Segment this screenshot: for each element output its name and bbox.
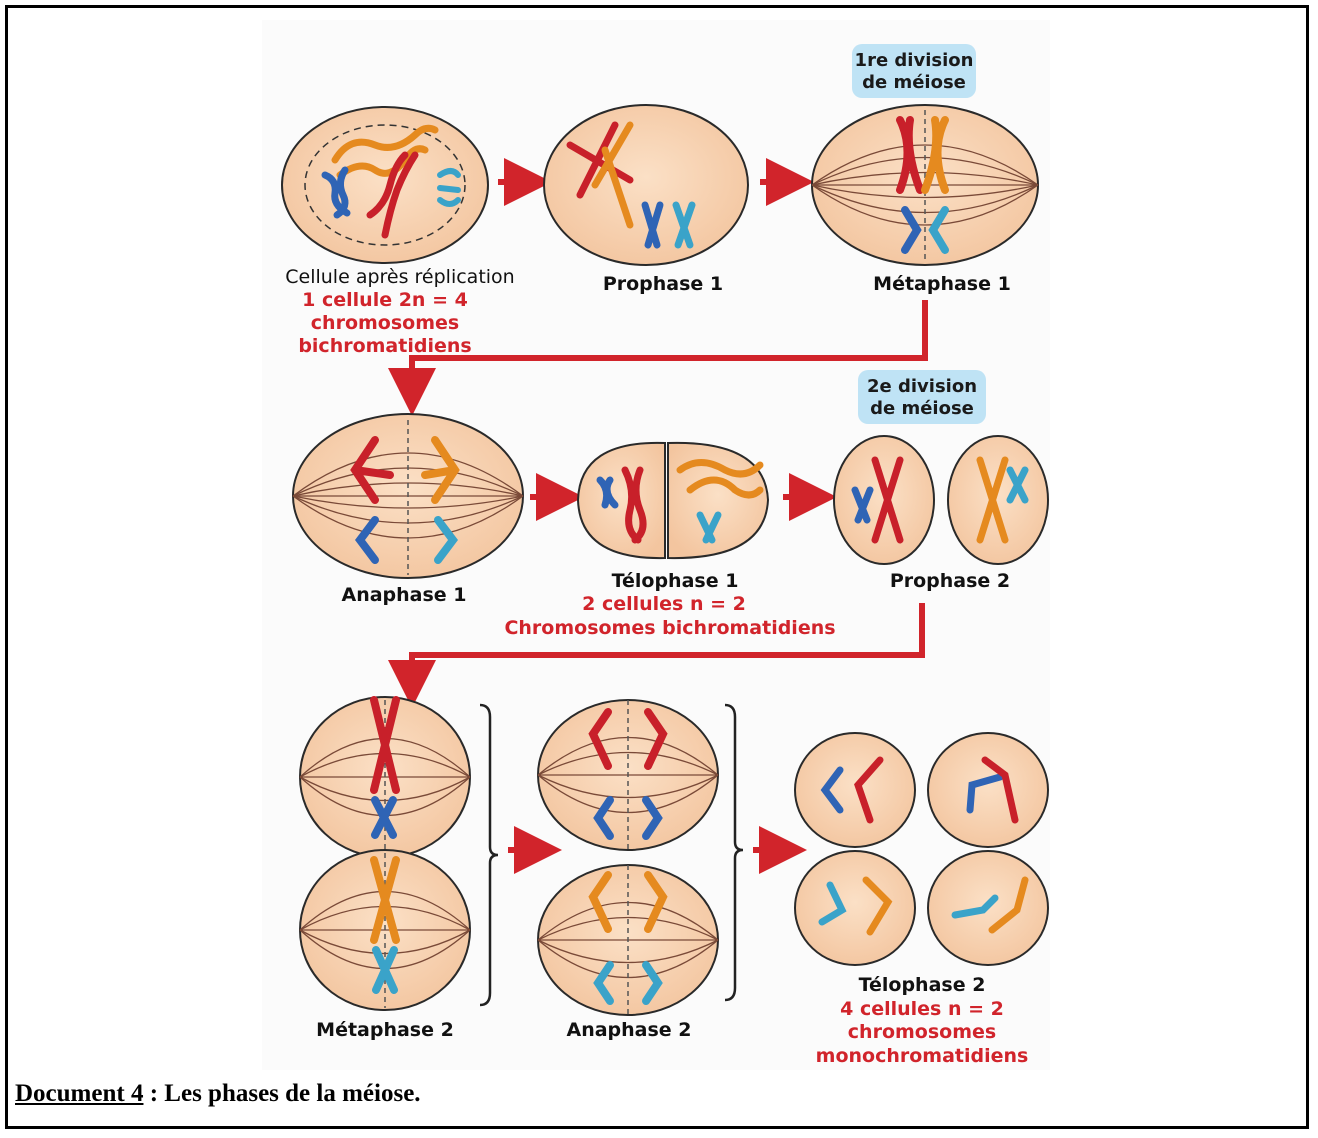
document-caption: Document 4 : Les phases de la méiose. — [15, 1080, 421, 1108]
cell-anaphase1 — [293, 414, 523, 578]
label-bichromatidiens-1: bichromatidiens — [298, 335, 471, 357]
label-prophase1: Prophase 1 — [603, 273, 723, 295]
connector-arrow-2 — [412, 603, 922, 684]
label-anaphase1: Anaphase 1 — [341, 584, 466, 606]
label-metaphase1: Métaphase 1 — [873, 273, 1011, 295]
bracket-metaphase2 — [480, 705, 498, 1005]
label-telophase2-count: 4 cellules n = 2 — [840, 998, 1004, 1020]
cell-after-replication — [282, 107, 488, 263]
badge-second-division: 2e division de méiose — [858, 370, 986, 424]
label-cell-count-1: 1 cellule 2n = 4 — [302, 289, 468, 311]
label-telophase2-chromosomes: chromosomes — [848, 1021, 996, 1043]
cells-telophase2 — [795, 733, 1048, 965]
cell-metaphase2-bottom — [300, 850, 470, 1010]
bracket-anaphase2 — [725, 705, 743, 1000]
label-metaphase2: Métaphase 2 — [316, 1019, 454, 1041]
svg-text:1re division: 1re division — [855, 50, 974, 71]
label-telophase1-count: 2 cellules n = 2 — [582, 593, 746, 615]
cell-metaphase2-top — [300, 697, 470, 857]
label-telophase1: Télophase 1 — [612, 570, 739, 592]
label-telophase1-chromosomes: Chromosomes bichromatidiens — [504, 617, 835, 639]
label-prophase2: Prophase 2 — [890, 570, 1010, 592]
cell-prophase2 — [834, 436, 1048, 564]
cell-anaphase2-top — [538, 700, 718, 850]
cell-anaphase2-bottom — [538, 865, 718, 1015]
label-anaphase2: Anaphase 2 — [566, 1019, 691, 1041]
svg-text:de méiose: de méiose — [870, 398, 974, 419]
connector-arrow-1 — [412, 300, 925, 392]
label-chromosomes-1: chromosomes — [311, 312, 459, 334]
label-telophase2-monochromatidiens: monochromatidiens — [816, 1045, 1029, 1067]
badge-first-division: 1re division de méiose — [852, 44, 976, 98]
cell-telophase1 — [578, 443, 768, 558]
caption-text: : Les phases de la méiose. — [143, 1080, 420, 1107]
cell-metaphase1 — [812, 105, 1038, 265]
label-telophase2: Télophase 2 — [859, 974, 986, 996]
svg-text:2e division: 2e division — [867, 376, 977, 397]
cell-prophase1 — [544, 105, 748, 265]
label-cell-after-replication: Cellule après réplication — [285, 266, 514, 288]
caption-doc-number: Document 4 — [15, 1080, 143, 1107]
svg-text:de méiose: de méiose — [862, 72, 966, 93]
